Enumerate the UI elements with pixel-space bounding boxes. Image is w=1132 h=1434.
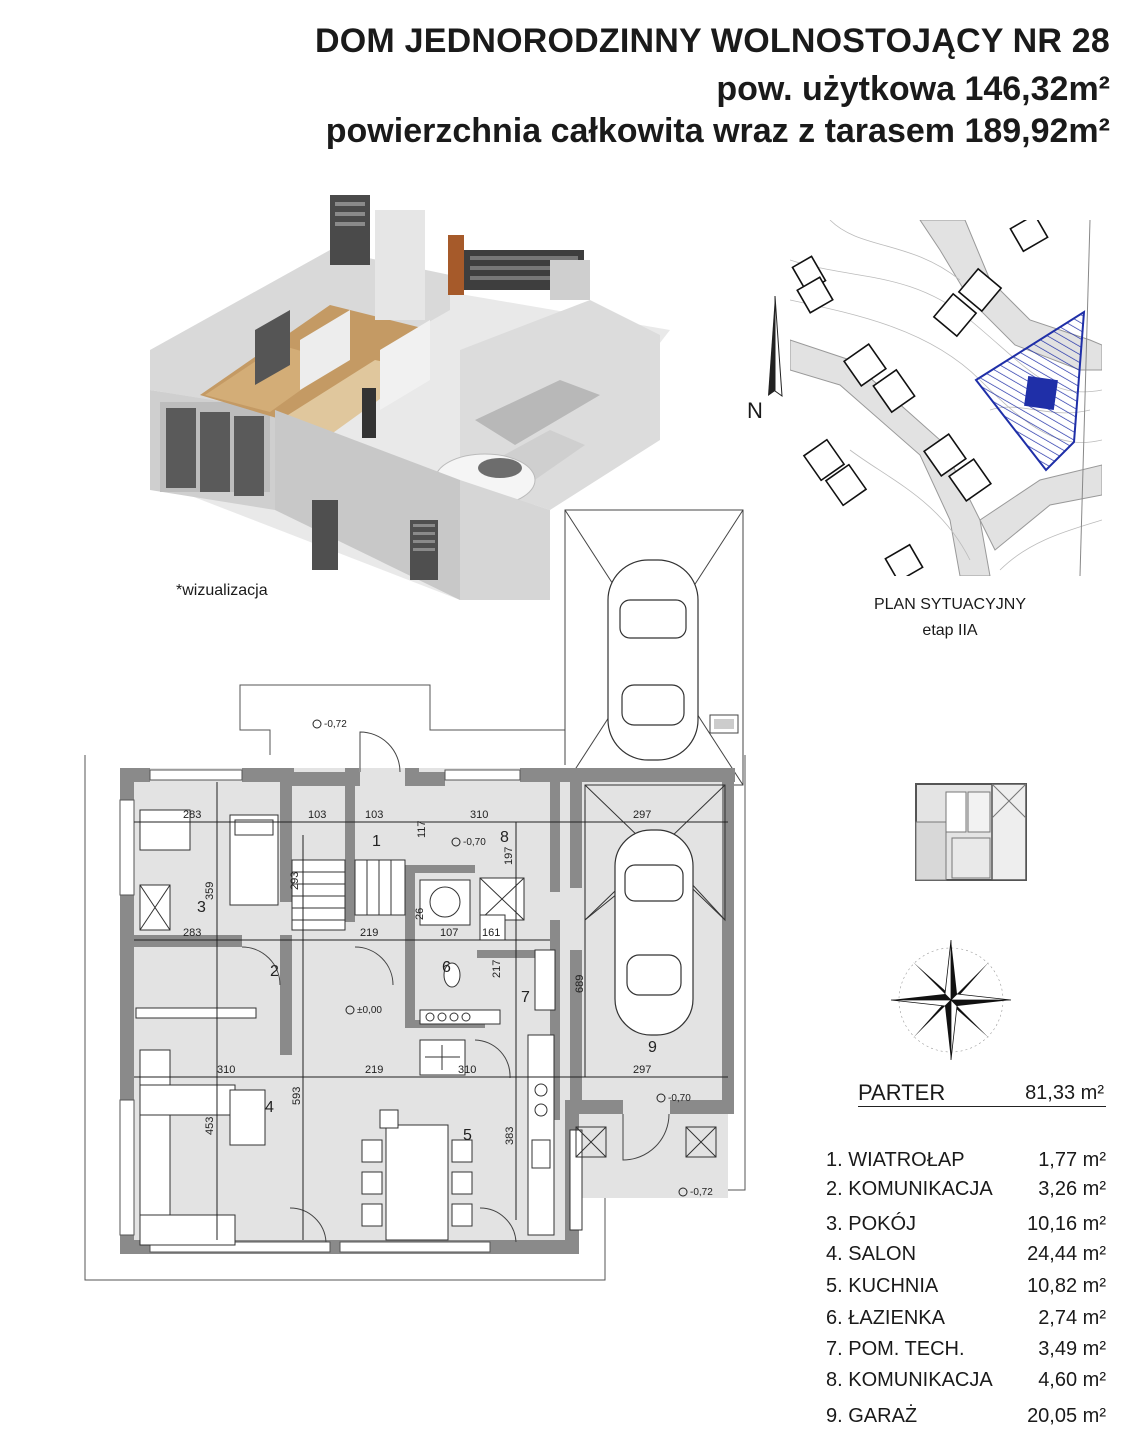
dim-label: 359: [204, 882, 216, 900]
compass-rose-icon: [890, 939, 1012, 1061]
site-plan-caption-line1: PLAN SYTUACYJNY: [873, 596, 1027, 613]
dim-label: 689: [574, 975, 586, 993]
dim-label: 310: [470, 809, 488, 821]
dim-label: 310: [217, 1064, 235, 1076]
key-plan-thumbnail: [915, 783, 1027, 881]
dim-label: 453: [204, 1117, 216, 1135]
room-name: 4. SALON: [826, 1243, 917, 1265]
room-number: 6: [442, 959, 451, 976]
dim-label: 103: [308, 809, 326, 821]
room-name: 5. KUCHNIA: [826, 1275, 939, 1297]
room-area: 3,26 m²: [1038, 1178, 1106, 1200]
room-number: 9: [648, 1039, 657, 1056]
room-name: 6. ŁAZIENKA: [826, 1307, 945, 1329]
dim-label: 310: [458, 1064, 476, 1076]
total-area: powierzchnia całkowita wraz z tarasem 18…: [325, 112, 1110, 150]
level-marker: -0,72: [690, 1187, 713, 1198]
room-name: 9. GARAŻ: [826, 1405, 918, 1427]
room-number: 7: [521, 989, 530, 1006]
house-visualization: [150, 195, 670, 600]
room-area: 10,16 m²: [1027, 1213, 1106, 1235]
dim-label: 283: [183, 927, 201, 939]
north-label: N: [747, 398, 763, 423]
room-row: 2. KOMUNIKACJA 3,26 m²: [826, 1176, 1106, 1202]
site-plan-caption-line2: etap IIA: [922, 622, 978, 639]
site-plan: [790, 220, 1102, 576]
north-arrow-icon: [768, 296, 783, 398]
dim-label: 219: [365, 1064, 383, 1076]
dim-label: 593: [291, 1087, 303, 1105]
room-row: 6. ŁAZIENKA 2,74 m²: [826, 1305, 1106, 1331]
dim-label: 117: [416, 820, 428, 838]
room-row: 1. WIATROŁAP 1,77 m²: [826, 1147, 1106, 1173]
room-name: 1. WIATROŁAP: [826, 1149, 965, 1171]
room-area: 1,77 m²: [1038, 1149, 1106, 1171]
room-row: 5. KUCHNIA 10,82 m²: [826, 1273, 1106, 1299]
level-marker: -0,70: [463, 837, 486, 848]
level-marker: -0,70: [668, 1093, 691, 1104]
dimension-labels: 283 103 103 117 310 297 293 197 359 283 …: [183, 809, 651, 1145]
page-title: DOM JEDNORODZINNY WOLNOSTOJĄCY NR 28: [315, 22, 1110, 60]
floor-area: 81,33 m²: [1025, 1082, 1104, 1104]
room-area: 10,82 m²: [1027, 1275, 1106, 1297]
dim-label: 103: [365, 809, 383, 821]
room-row: 4. SALON 24,44 m²: [826, 1241, 1106, 1267]
room-row: 3. POKÓJ 10,16 m²: [826, 1211, 1106, 1237]
room-name: 2. KOMUNIKACJA: [826, 1178, 993, 1200]
room-area: 20,05 m²: [1027, 1405, 1106, 1427]
room-number: 2: [270, 963, 279, 980]
dim-label: 283: [183, 809, 201, 821]
dim-label: 297: [633, 1064, 651, 1076]
level-marker: -0,72: [324, 719, 347, 730]
level-marker: ±0,00: [357, 1005, 382, 1016]
room-name: 8. KOMUNIKACJA: [826, 1369, 993, 1391]
dim-label: 107: [440, 927, 458, 939]
room-row: 8. KOMUNIKACJA 4,60 m²: [826, 1367, 1106, 1393]
dim-label: 26: [414, 908, 426, 920]
room-name: 7. POM. TECH.: [826, 1338, 965, 1360]
room-area: 24,44 m²: [1027, 1243, 1106, 1265]
room-number: 5: [463, 1127, 472, 1144]
dim-label: 219: [360, 927, 378, 939]
dim-label: 217: [491, 960, 503, 978]
room-area: 4,60 m²: [1038, 1369, 1106, 1391]
room-area: 2,74 m²: [1038, 1307, 1106, 1329]
room-number: 3: [197, 899, 206, 916]
room-number: 8: [500, 829, 509, 846]
dim-label: 297: [633, 809, 651, 821]
summary-divider: [858, 1106, 1106, 1107]
floor-name: PARTER: [858, 1080, 946, 1105]
visualization-caption: *wizualizacja: [176, 582, 268, 599]
floor-plan: 283 103 103 117 310 297 293 197 359 283 …: [84, 509, 746, 1281]
room-row: 9. GARAŻ 20,05 m²: [826, 1403, 1106, 1429]
dim-label: 293: [289, 872, 301, 890]
room-name: 3. POKÓJ: [826, 1213, 917, 1235]
room-number: 1: [372, 833, 381, 850]
site-plan-caption: PLAN SYTUACYJNY etap IIA: [830, 592, 1070, 644]
room-area: 3,49 m²: [1038, 1338, 1106, 1360]
dim-label: 161: [482, 927, 500, 939]
usable-area: pow. użytkowa 146,32m²: [716, 70, 1110, 108]
room-number: 4: [265, 1099, 274, 1116]
dim-label: 383: [504, 1127, 516, 1145]
dim-label: 197: [503, 847, 515, 865]
room-row: 7. POM. TECH. 3,49 m²: [826, 1336, 1106, 1362]
